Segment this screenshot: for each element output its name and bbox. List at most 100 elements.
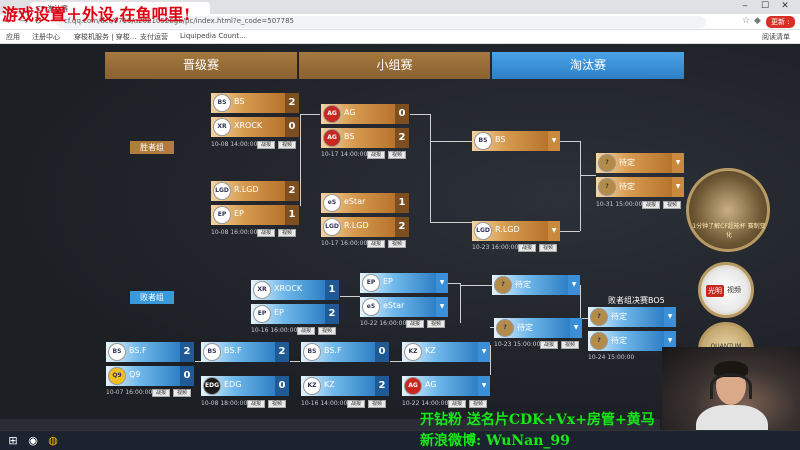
star-icon[interactable]: ☆ bbox=[742, 16, 751, 26]
chrome-icon[interactable]: ◍ bbox=[48, 434, 58, 447]
chevron-down-icon[interactable]: ▼ bbox=[548, 221, 560, 241]
video-button[interactable]: 视频 bbox=[388, 240, 406, 248]
update-button[interactable]: 更新 : bbox=[766, 16, 795, 28]
headset-icon bbox=[710, 373, 752, 399]
tab-knockout[interactable]: 淘汰赛 bbox=[492, 52, 684, 79]
chevron-down-icon[interactable]: ▼ bbox=[436, 273, 448, 293]
match-row-team2[interactable]: LGD R.LGD 2 bbox=[321, 217, 409, 237]
match-row-team1[interactable]: KZ KZ ▼ bbox=[402, 342, 490, 362]
match-row-team1[interactable]: LGD R.LGD 2 bbox=[211, 181, 299, 201]
vod-button[interactable]: 战报 bbox=[518, 244, 536, 252]
url-input[interactable]: cf.qq.com/act/9716/a20210526gb/pc/index.… bbox=[56, 16, 706, 28]
match-row-team2[interactable]: EP EP 1 bbox=[211, 205, 299, 225]
bookmark-item[interactable]: 支付运营 bbox=[140, 33, 168, 41]
match-meta: 10-31 15:00:00 战报 视频 bbox=[596, 201, 684, 209]
video-button[interactable]: 视频 bbox=[388, 151, 406, 159]
match-row-team1[interactable]: ? 待定 ▼ bbox=[492, 275, 580, 295]
reload-icon[interactable]: ↻ bbox=[34, 16, 43, 27]
match-row-team2[interactable]: KZ KZ 2 bbox=[301, 376, 389, 396]
video-button[interactable]: 视频 bbox=[427, 320, 445, 328]
chevron-down-icon[interactable]: ▼ bbox=[672, 153, 684, 173]
tab-group[interactable]: 小组赛 bbox=[299, 52, 490, 79]
video-button[interactable]: 视频 bbox=[268, 400, 286, 408]
bookmark-item[interactable]: Liquipedia Count... bbox=[180, 32, 246, 40]
windows-start-icon[interactable]: ⊞ bbox=[8, 434, 18, 447]
chevron-down-icon[interactable]: ▼ bbox=[548, 131, 560, 151]
match-row-team1[interactable]: BS BS.F 2 bbox=[201, 342, 289, 362]
team-logo-icon: EP bbox=[362, 274, 380, 292]
video-button[interactable]: 视频 bbox=[278, 141, 296, 149]
match-row-team1[interactable]: ? 待定 ▼ bbox=[588, 307, 676, 327]
match-row-team1[interactable]: BS BS.F 2 bbox=[106, 342, 194, 362]
match-row-team2[interactable]: ? 待定 ▼ bbox=[494, 318, 582, 338]
match-row-team2[interactable]: Q9 Q9 0 bbox=[106, 366, 194, 386]
match-row-team2[interactable]: ? 待定 ▼ bbox=[596, 177, 684, 197]
vod-button[interactable]: 战报 bbox=[247, 400, 265, 408]
match-row-team1[interactable]: BS BS.F 0 bbox=[301, 342, 389, 362]
match-row-team2[interactable]: LGD R.LGD ▼ bbox=[472, 221, 560, 241]
video-button[interactable]: 视频 bbox=[173, 389, 191, 397]
vod-button[interactable]: 战报 bbox=[367, 151, 385, 159]
vod-button[interactable]: 战报 bbox=[297, 327, 315, 335]
chevron-down-icon[interactable]: ▼ bbox=[478, 376, 490, 396]
match-row-team1[interactable]: XR XROCK 1 bbox=[251, 280, 339, 300]
vod-button[interactable]: 战报 bbox=[406, 320, 424, 328]
video-button[interactable]: 视频 bbox=[368, 400, 386, 408]
vod-button[interactable]: 战报 bbox=[347, 400, 365, 408]
video-button[interactable]: 视频 bbox=[561, 341, 579, 349]
browser-tab[interactable]: CF 淘汰赛 bbox=[30, 2, 210, 14]
chevron-down-icon[interactable]: ▼ bbox=[568, 275, 580, 295]
tab-promotion[interactable]: 晋级赛 bbox=[105, 52, 297, 79]
chevron-down-icon[interactable]: ▼ bbox=[570, 318, 582, 338]
match-row-team2[interactable]: AG BS 2 bbox=[321, 128, 409, 148]
video-button[interactable]: 视频 bbox=[539, 244, 557, 252]
chevron-down-icon[interactable]: ▼ bbox=[672, 177, 684, 197]
back-icon[interactable]: ← bbox=[6, 16, 15, 27]
vod-button[interactable]: 战报 bbox=[540, 341, 558, 349]
forward-icon[interactable]: → bbox=[20, 16, 29, 27]
match-row-team1[interactable]: EP EP ▼ bbox=[360, 273, 448, 293]
match-row-team2[interactable]: EP EP 2 bbox=[251, 304, 339, 324]
chevron-down-icon[interactable]: ▼ bbox=[478, 342, 490, 362]
vod-button[interactable]: 战报 bbox=[257, 229, 275, 237]
connector bbox=[430, 141, 472, 142]
match-row-team1[interactable]: eS eStar 1 bbox=[321, 193, 409, 213]
vod-button[interactable]: 战报 bbox=[448, 400, 466, 408]
bookmark-item[interactable]: 注册中心 bbox=[32, 33, 60, 41]
match-time: 10-22 16:00:00 bbox=[360, 320, 407, 327]
vod-button[interactable]: 战报 bbox=[367, 240, 385, 248]
match-row-team1[interactable]: AG AG 0 bbox=[321, 104, 409, 124]
promo-poster-rules[interactable]: 1分钟了解CF超能杯 赛制变化 bbox=[686, 168, 770, 252]
chevron-down-icon[interactable]: ▼ bbox=[664, 307, 676, 327]
match-row-team2[interactable]: XR XROCK 0 bbox=[211, 117, 299, 137]
vod-button[interactable]: 战报 bbox=[642, 201, 660, 209]
match-meta: 10-17 14:00:00 战报 视频 bbox=[321, 151, 409, 159]
promo-poster-video[interactable]: 光明 视频 bbox=[698, 262, 754, 318]
chevron-down-icon[interactable]: ▼ bbox=[436, 297, 448, 317]
team-name: BS bbox=[234, 97, 245, 106]
vod-button[interactable]: 战报 bbox=[257, 141, 275, 149]
video-button[interactable]: 视频 bbox=[278, 229, 296, 237]
video-button[interactable]: 视频 bbox=[469, 400, 487, 408]
extension-icon[interactable]: ◆ bbox=[754, 16, 761, 26]
video-button[interactable]: 视频 bbox=[663, 201, 681, 209]
video-button[interactable]: 视频 bbox=[318, 327, 336, 335]
bookmark-item[interactable]: 穿梭机服务 | 穿梭... bbox=[74, 33, 137, 41]
match-row-team2[interactable]: eS eStar ▼ bbox=[360, 297, 448, 317]
match-row-team2[interactable]: ? 待定 ▼ bbox=[588, 331, 676, 351]
match-row-team1[interactable]: BS BS ▼ bbox=[472, 131, 560, 151]
maximize-icon[interactable]: ☐ bbox=[760, 1, 770, 11]
bookmark-apps[interactable]: 应用 bbox=[6, 33, 20, 41]
team-score: 0 bbox=[395, 104, 409, 124]
close-icon[interactable]: ✕ bbox=[781, 1, 789, 11]
vod-button[interactable]: 战报 bbox=[152, 389, 170, 397]
chevron-down-icon[interactable]: ▼ bbox=[664, 331, 676, 351]
minimize-icon[interactable]: ‒ bbox=[742, 1, 748, 11]
match-row-team1[interactable]: ? 待定 ▼ bbox=[596, 153, 684, 173]
search-icon[interactable]: ◉ bbox=[28, 434, 38, 447]
reading-list[interactable]: 阅读清单 bbox=[762, 33, 790, 41]
match-row-team2[interactable]: EDG EDG 0 bbox=[201, 376, 289, 396]
match-row-team2[interactable]: AG AG ▼ bbox=[402, 376, 490, 396]
team-score: 0 bbox=[285, 117, 299, 137]
match-row-team1[interactable]: BS BS 2 bbox=[211, 93, 299, 113]
